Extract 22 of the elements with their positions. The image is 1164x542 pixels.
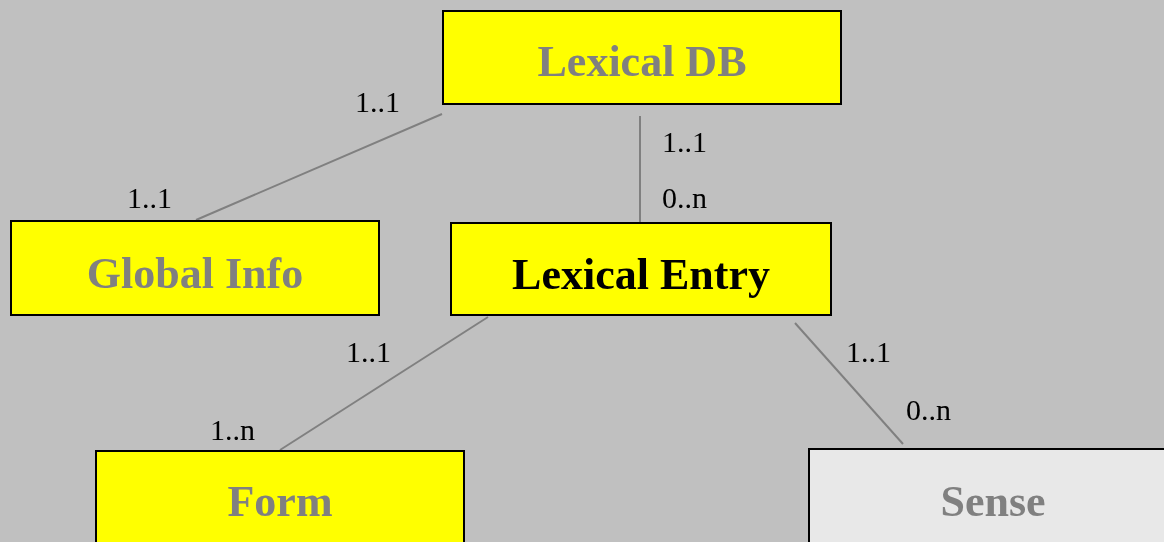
connector-line: [639, 115, 641, 223]
connector-line: [195, 113, 443, 221]
entity-box: [450, 222, 832, 316]
connector-line: [279, 316, 489, 451]
entity-name: Form: [227, 480, 333, 524]
entity-name: Lexical DB: [537, 40, 747, 84]
multiplicity-label: 1..1: [355, 87, 400, 117]
entity-box: [95, 450, 465, 542]
entity-box: [10, 220, 380, 316]
entity-name: Lexical Entry: [512, 253, 770, 297]
multiplicity-label: 1..1: [846, 337, 891, 367]
multiplicity-label: 1..1: [127, 183, 172, 213]
multiplicity-label: 0..n: [906, 395, 951, 425]
multiplicity-label: 1..1: [346, 337, 391, 367]
multiplicity-label: 1..1: [662, 127, 707, 157]
multiplicity-label: 1..n: [210, 415, 255, 445]
entity-name: Sense: [940, 480, 1046, 524]
connector-line: [794, 322, 904, 445]
entity-box: [442, 10, 842, 105]
multiplicity-label: 0..n: [662, 183, 707, 213]
entity-name: Global Info: [86, 252, 304, 296]
entity-box: [808, 448, 1164, 542]
